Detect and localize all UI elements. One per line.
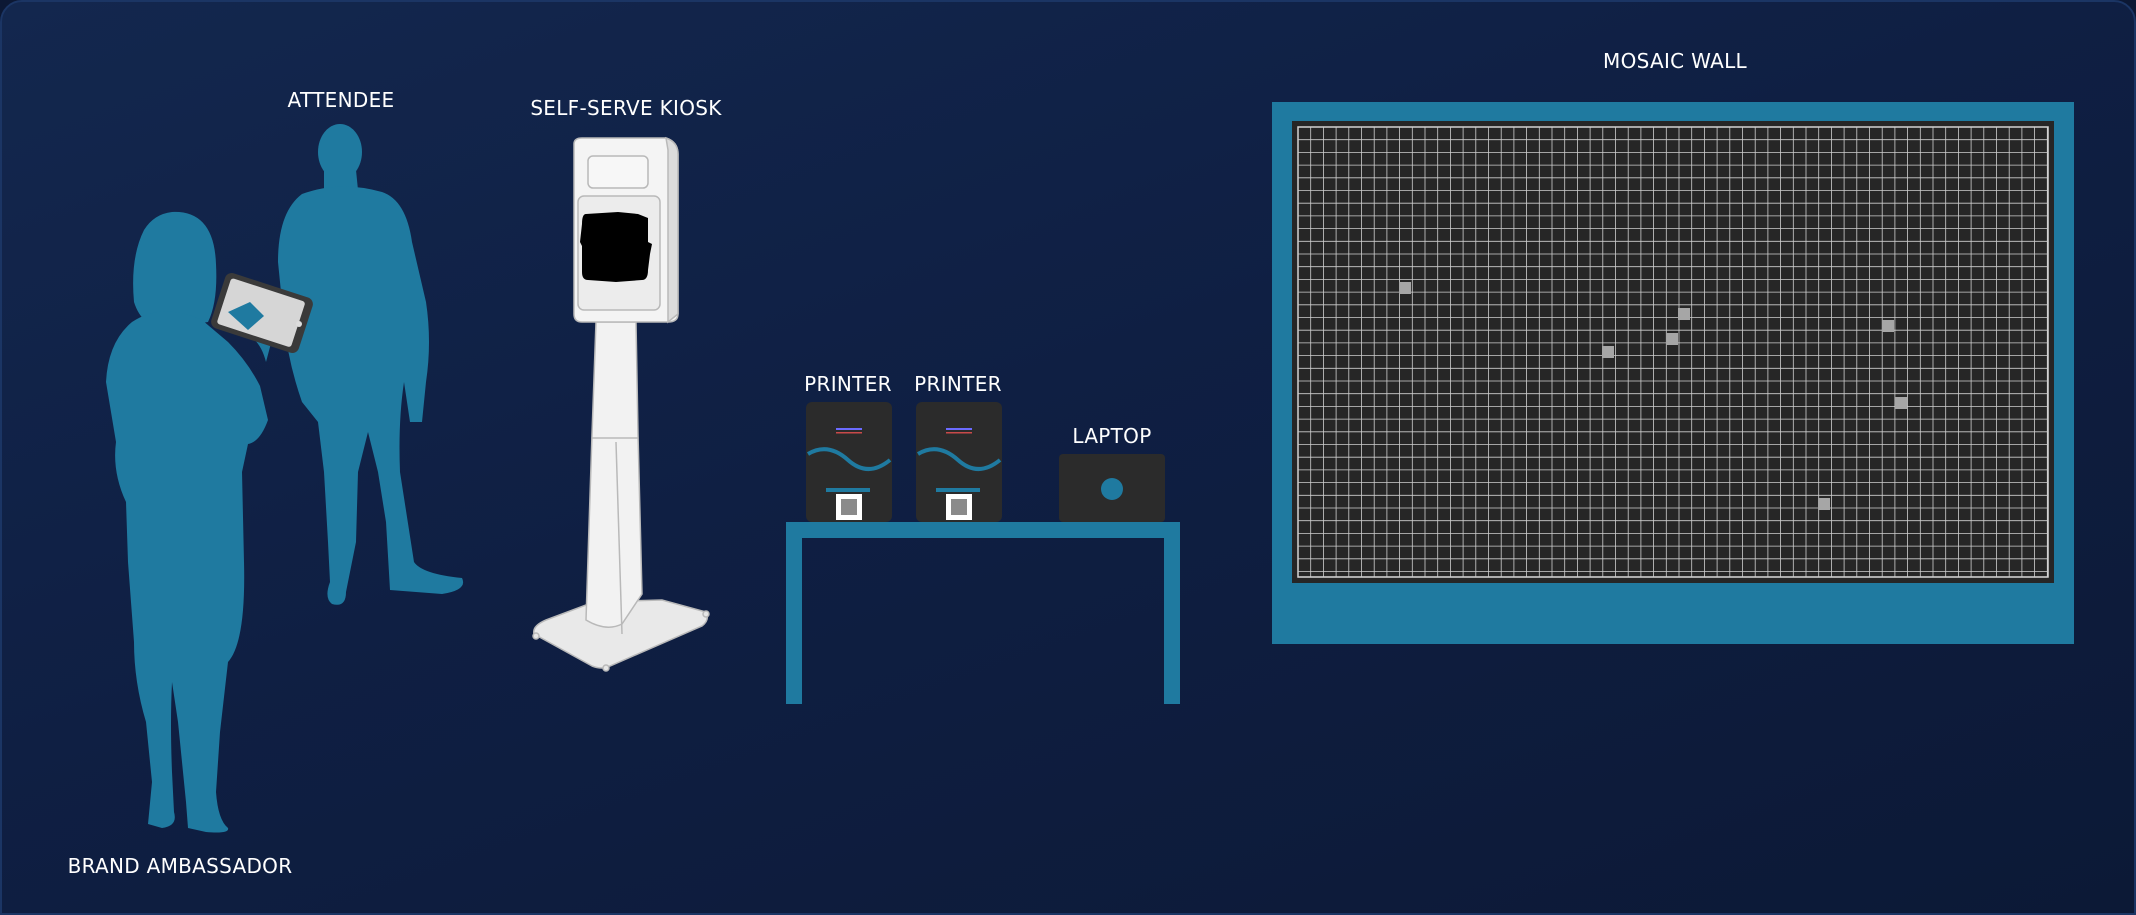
attendee-silhouette <box>278 124 464 605</box>
label-printer-2: PRINTER <box>914 372 1002 396</box>
laptop-icon <box>1059 454 1165 522</box>
label-attendee: ATTENDEE <box>287 88 395 112</box>
label-laptop: LAPTOP <box>1072 424 1152 448</box>
mosaic-filled-tiles <box>1399 282 1907 510</box>
label-printer-1: PRINTER <box>804 372 892 396</box>
label-kiosk: SELF-SERVE KIOSK <box>530 96 722 120</box>
printer-icon <box>916 402 1002 522</box>
kiosk-icon <box>532 136 710 672</box>
mosaic-wall <box>1272 102 2074 644</box>
table <box>786 522 1180 704</box>
label-mosaic-wall: MOSAIC WALL <box>1603 49 1747 73</box>
tablet-icon <box>211 273 313 353</box>
printer-icon <box>806 402 892 522</box>
mosaic-grid <box>1297 126 2048 577</box>
mosaic-grid-lines <box>1297 126 2048 577</box>
label-brand-ambassador: BRAND AMBASSADOR <box>67 854 293 878</box>
